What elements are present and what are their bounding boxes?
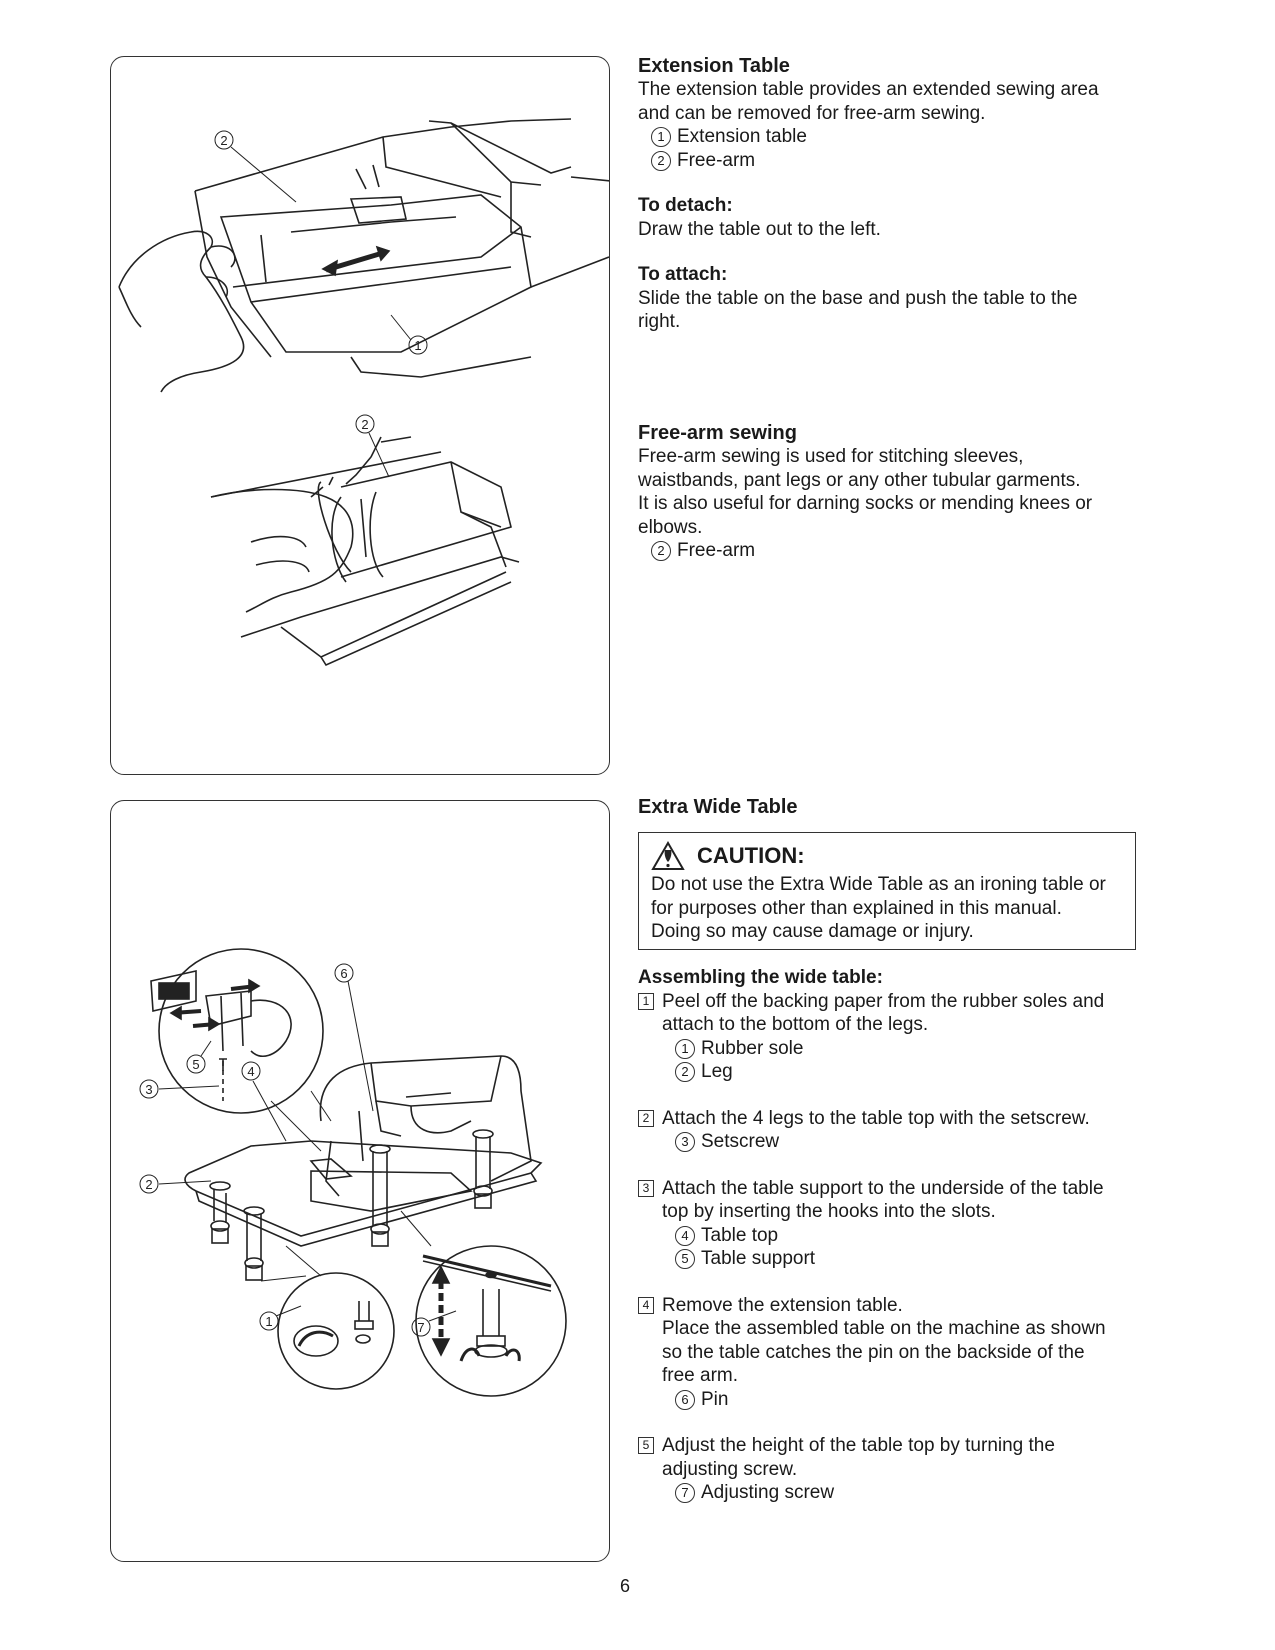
figure-label-2: 2: [145, 1177, 152, 1192]
free-arm-item: 2 Free-arm: [638, 539, 1148, 563]
extension-desc-line-2: and can be removed for free-arm sewing.: [638, 102, 986, 124]
callout-number: 2: [651, 541, 671, 561]
caution-line-2: for purposes other than explained in thi…: [651, 897, 1062, 919]
free-arm-desc-line-3: It is also useful for darning socks or m…: [638, 493, 1093, 514]
callout-number: 3: [675, 1132, 695, 1152]
step-number: 3: [638, 1179, 654, 1197]
figure-label-6: 6: [340, 966, 347, 981]
step-item-label: Rubber sole: [701, 1037, 804, 1059]
callout-number: 2: [675, 1062, 695, 1082]
callout-number: 7: [675, 1483, 695, 1503]
step-1-line-2: attach to the bottom of the legs.: [662, 1014, 929, 1035]
step-1: 1 Peel off the backing paper from the ru…: [638, 990, 1148, 1084]
page-number: 6: [619, 1576, 630, 1596]
step-5-item-1: 7 Adjusting screw: [662, 1481, 1055, 1505]
step-number: 4: [638, 1296, 654, 1314]
free-arm-section: Free-arm sewing Free-arm sewing is used …: [638, 421, 1148, 563]
step-2: 2 Attach the 4 legs to the table top wit…: [638, 1107, 1148, 1154]
detach-text: Draw the table out to the left.: [638, 218, 881, 240]
extension-table-heading: Extension Table: [638, 55, 790, 77]
illustration-panel-extension-table: 2 1 2: [110, 56, 610, 775]
extension-item-label: Extension table: [677, 126, 807, 147]
step-item-label: Pin: [701, 1388, 729, 1410]
warning-icon: [651, 841, 685, 870]
figure-label-1: 1: [414, 338, 421, 353]
step-item-label: Setscrew: [701, 1131, 780, 1152]
callout-number: 6: [675, 1389, 695, 1410]
extension-item-label: Free-arm: [677, 149, 756, 171]
step-3-line-1: Attach the table support to the undersid…: [662, 1177, 1104, 1199]
wide-table-heading-wrap: Extra Wide Table: [638, 795, 1148, 819]
callout-number: 1: [675, 1038, 695, 1059]
free-arm-desc-line-4: elbows.: [638, 516, 703, 538]
free-arm-desc-line-2: waistbands, pant legs or any other tubul…: [638, 469, 1081, 491]
wide-table-illustration: 6 5 4 3 2 1 7: [139, 948, 567, 1397]
callout-number: 1: [651, 127, 671, 147]
figure-label-4: 4: [247, 1064, 254, 1079]
extension-item-2: 2 Free-arm: [638, 149, 1148, 173]
step-4-line-4: free arm.: [662, 1365, 739, 1386]
caution-title: CAUTION:: [697, 843, 805, 869]
step-4-line-2: Place the assembled table on the machine…: [662, 1318, 1106, 1339]
step-5-line-1: Adjust the height of the table top by tu…: [662, 1435, 1055, 1456]
step-4-item-1: 6 Pin: [662, 1388, 1106, 1412]
wide-table-heading: Extra Wide Table: [638, 796, 798, 818]
extension-item-1: 1 Extension table: [638, 125, 1148, 149]
step-2-item-1: 3 Setscrew: [662, 1130, 1090, 1154]
attach-text-line-1: Slide the table on the base and push the…: [638, 287, 1078, 309]
step-number: 2: [638, 1109, 654, 1127]
step-item-label: Adjusting screw: [701, 1482, 835, 1503]
step-4-line-1: Remove the extension table.: [662, 1294, 903, 1316]
step-number: 5: [638, 1437, 654, 1454]
step-3-item-2: 5 Table support: [662, 1247, 1104, 1271]
detach-heading: To detach:: [638, 195, 733, 216]
figure-label-5: 5: [192, 1057, 199, 1072]
step-2-line-1: Attach the 4 legs to the table top with …: [662, 1107, 1090, 1129]
free-arm-item-label: Free-arm: [677, 540, 756, 561]
figure-label-1: 1: [265, 1314, 272, 1329]
extension-table-section: Extension Table The extension table prov…: [638, 54, 1148, 334]
figure-label-2: 2: [220, 133, 227, 148]
extension-desc-line-1: The extension table provides an extended…: [638, 79, 1099, 100]
callout-number: 4: [675, 1225, 695, 1246]
step-5-line-2: adjusting screw.: [662, 1458, 798, 1480]
figure-label-7: 7: [417, 1320, 424, 1335]
figure-label-3: 3: [145, 1082, 152, 1097]
step-1-line-1: Peel off the backing paper from the rubb…: [662, 990, 1105, 1012]
extension-table-illustration: 2 1 2: [118, 118, 609, 667]
step-4: 4 Remove the extension table. Place the …: [638, 1294, 1148, 1412]
step-item-label: Table top: [701, 1224, 779, 1246]
callout-number: 2: [651, 150, 671, 171]
step-item-label: Table support: [701, 1248, 816, 1269]
free-arm-heading: Free-arm sewing: [638, 422, 797, 444]
attach-text-line-2: right.: [638, 311, 681, 332]
step-3-item-1: 4 Table top: [662, 1224, 1104, 1248]
caution-box: CAUTION: Do not use the Extra Wide Table…: [638, 832, 1136, 950]
callout-number: 5: [675, 1249, 695, 1269]
step-1-item-1: 1 Rubber sole: [662, 1037, 1104, 1061]
step-3-line-2: top by inserting the hooks into the slot…: [662, 1201, 996, 1222]
illustration-panel-wide-table: 6 5 4 3 2 1 7: [110, 800, 610, 1562]
step-item-label: Leg: [701, 1061, 733, 1082]
assembling-section: Assembling the wide table: 1 Peel off th…: [638, 966, 1148, 1505]
figure-label-2b: 2: [361, 417, 368, 432]
assembling-heading: Assembling the wide table:: [638, 967, 883, 988]
free-arm-desc-line-1: Free-arm sewing is used for stitching sl…: [638, 446, 1024, 467]
step-4-line-3: so the table catches the pin on the back…: [662, 1341, 1085, 1363]
step-3: 3 Attach the table support to the unders…: [638, 1177, 1148, 1271]
caution-header: CAUTION:: [651, 841, 1123, 871]
step-5: 5 Adjust the height of the table top by …: [638, 1434, 1148, 1505]
step-number: 1: [638, 992, 654, 1010]
caution-line-3: Doing so may cause damage or injury.: [651, 921, 974, 942]
caution-line-1: Do not use the Extra Wide Table as an ir…: [651, 874, 1106, 895]
step-1-item-2: 2 Leg: [662, 1060, 1104, 1084]
attach-heading: To attach:: [638, 264, 728, 285]
